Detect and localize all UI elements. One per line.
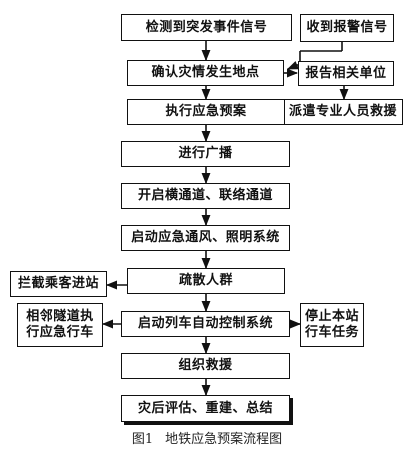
node-ventilation: 启动应急通风、照明系统 [121, 225, 290, 251]
node-broadcast: 进行广播 [121, 141, 290, 167]
node-stop-station: 停止本站行车任务 [300, 303, 364, 347]
node-plan: 执行应急预案 [127, 99, 285, 125]
node-adjacent-tunnel: 相邻隧道执行应急行车 [17, 303, 103, 347]
node-evacuate: 疏散人群 [127, 268, 285, 294]
node-confirm: 确认灾情发生地点 [127, 60, 284, 86]
figure-title: 地铁应急预案流程图 [165, 432, 283, 447]
figure-number: 图1 [131, 432, 154, 447]
figure-caption: 图1 地铁应急预案流程图 [0, 428, 414, 447]
node-report: 报告相关单位 [298, 61, 394, 86]
node-intercept: 拦截乘客进站 [10, 271, 107, 297]
node-detect: 检测到突发事件信号 [121, 14, 292, 41]
node-train-control: 启动列车自动控制系统 [121, 311, 290, 337]
node-recovery: 灾后评估、重建、总结 [121, 395, 290, 422]
node-alarm: 收到报警信号 [300, 14, 394, 42]
node-dispatch: 派遣专业人员救援 [283, 99, 403, 125]
node-rescue: 组织救援 [121, 353, 290, 379]
node-channels: 开启横通道、联络通道 [121, 183, 290, 209]
